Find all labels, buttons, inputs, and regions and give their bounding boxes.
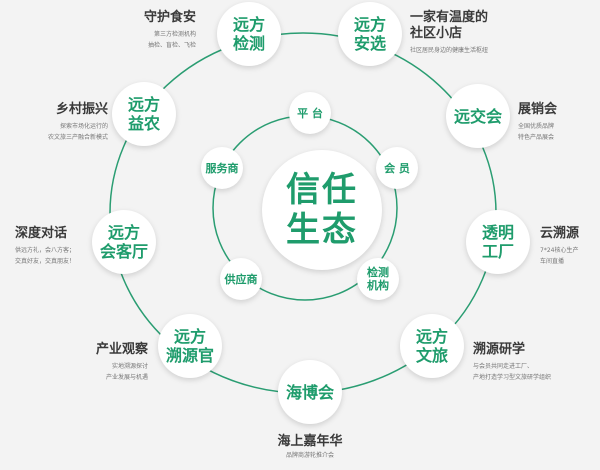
label-desc: 供远方礼，会八方客； 交真好友，交真朋友！ xyxy=(15,247,76,265)
label-agriculture: 乡村振兴 探索市场化运行的 农文旅三产融合新模式 xyxy=(48,102,108,143)
label-selection: 一家有温度的 社区小店 社区居民身边的健康生活枢纽 xyxy=(410,10,488,56)
label-traceability-officer: 产业观察 实地溯源探讨 产业发展与机遇 xyxy=(96,342,148,383)
label-culture-travel: 溯源研学 与会员共同走进工厂、 产地打造学习型文旅研学组织 xyxy=(473,342,551,383)
outer-node-reception-hall: 远方 会客厅 xyxy=(92,210,156,274)
label-transparent-factory: 云溯源 7*24核心生产 车间直播 xyxy=(540,226,579,267)
label-expo: 展销会 全国优质品牌 特色产品展会 xyxy=(518,102,557,143)
center-trust-ecosystem: 信任 生态 xyxy=(262,150,382,270)
label-title: 海上嘉年华 xyxy=(277,434,343,449)
label-testing: 守护食安 第三方检测机构 抽检、盲检、飞检 xyxy=(144,10,196,51)
label-title: 一家有温度的 社区小店 xyxy=(410,10,489,41)
label-title: 云溯源 xyxy=(540,226,580,241)
label-desc: 品牌商游轮推介会 xyxy=(285,452,334,459)
inner-node-member: 会 员 xyxy=(376,147,418,189)
label-sea-expo: 海上嘉年华 品牌商游轮推介会 xyxy=(250,434,370,461)
inner-node-platform: 平 台 xyxy=(289,92,331,134)
outer-node-sea-expo: 海博会 xyxy=(278,360,342,424)
label-desc: 社区居民身边的健康生活枢纽 xyxy=(410,47,489,54)
outer-node-selection: 远方 安选 xyxy=(338,2,402,66)
outer-node-traceability-officer: 远方 溯源官 xyxy=(158,314,222,378)
label-desc: 全国优质品牌 特色产品展会 xyxy=(518,123,555,141)
inner-node-supplier: 供应商 xyxy=(220,258,262,300)
label-title: 溯源研学 xyxy=(473,342,526,357)
label-title: 产业观察 xyxy=(95,342,148,357)
outer-node-agriculture: 远方 益农 xyxy=(112,82,176,146)
inner-node-service-provider: 服务商 xyxy=(201,147,243,189)
label-desc: 探索市场化运行的 农文旅三产融合新模式 xyxy=(47,123,108,141)
label-desc: 第三方检测机构 抽检、盲检、飞检 xyxy=(147,31,196,49)
label-desc: 与会员共同走进工厂、 产地打造学习型文旅研学组织 xyxy=(473,363,552,381)
outer-node-expo: 远交会 xyxy=(446,84,510,148)
label-reception-hall: 深度对话 供远方礼，会八方客； 交真好友，交真朋友！ xyxy=(15,226,75,267)
outer-node-culture-travel: 远方 文旅 xyxy=(400,314,464,378)
label-title: 守护食安 xyxy=(143,10,196,25)
label-title: 深度对话 xyxy=(15,226,68,241)
label-desc: 实地溯源探讨 产业发展与机遇 xyxy=(105,363,148,381)
outer-node-transparent-factory: 透明 工厂 xyxy=(466,210,530,274)
outer-node-testing: 远方 检测 xyxy=(217,2,281,66)
inner-node-testing-agency: 检测 机构 xyxy=(357,258,399,300)
label-desc: 7*24核心生产 车间直播 xyxy=(540,247,579,265)
label-title: 乡村振兴 xyxy=(55,102,108,117)
label-title: 展销会 xyxy=(518,102,558,117)
